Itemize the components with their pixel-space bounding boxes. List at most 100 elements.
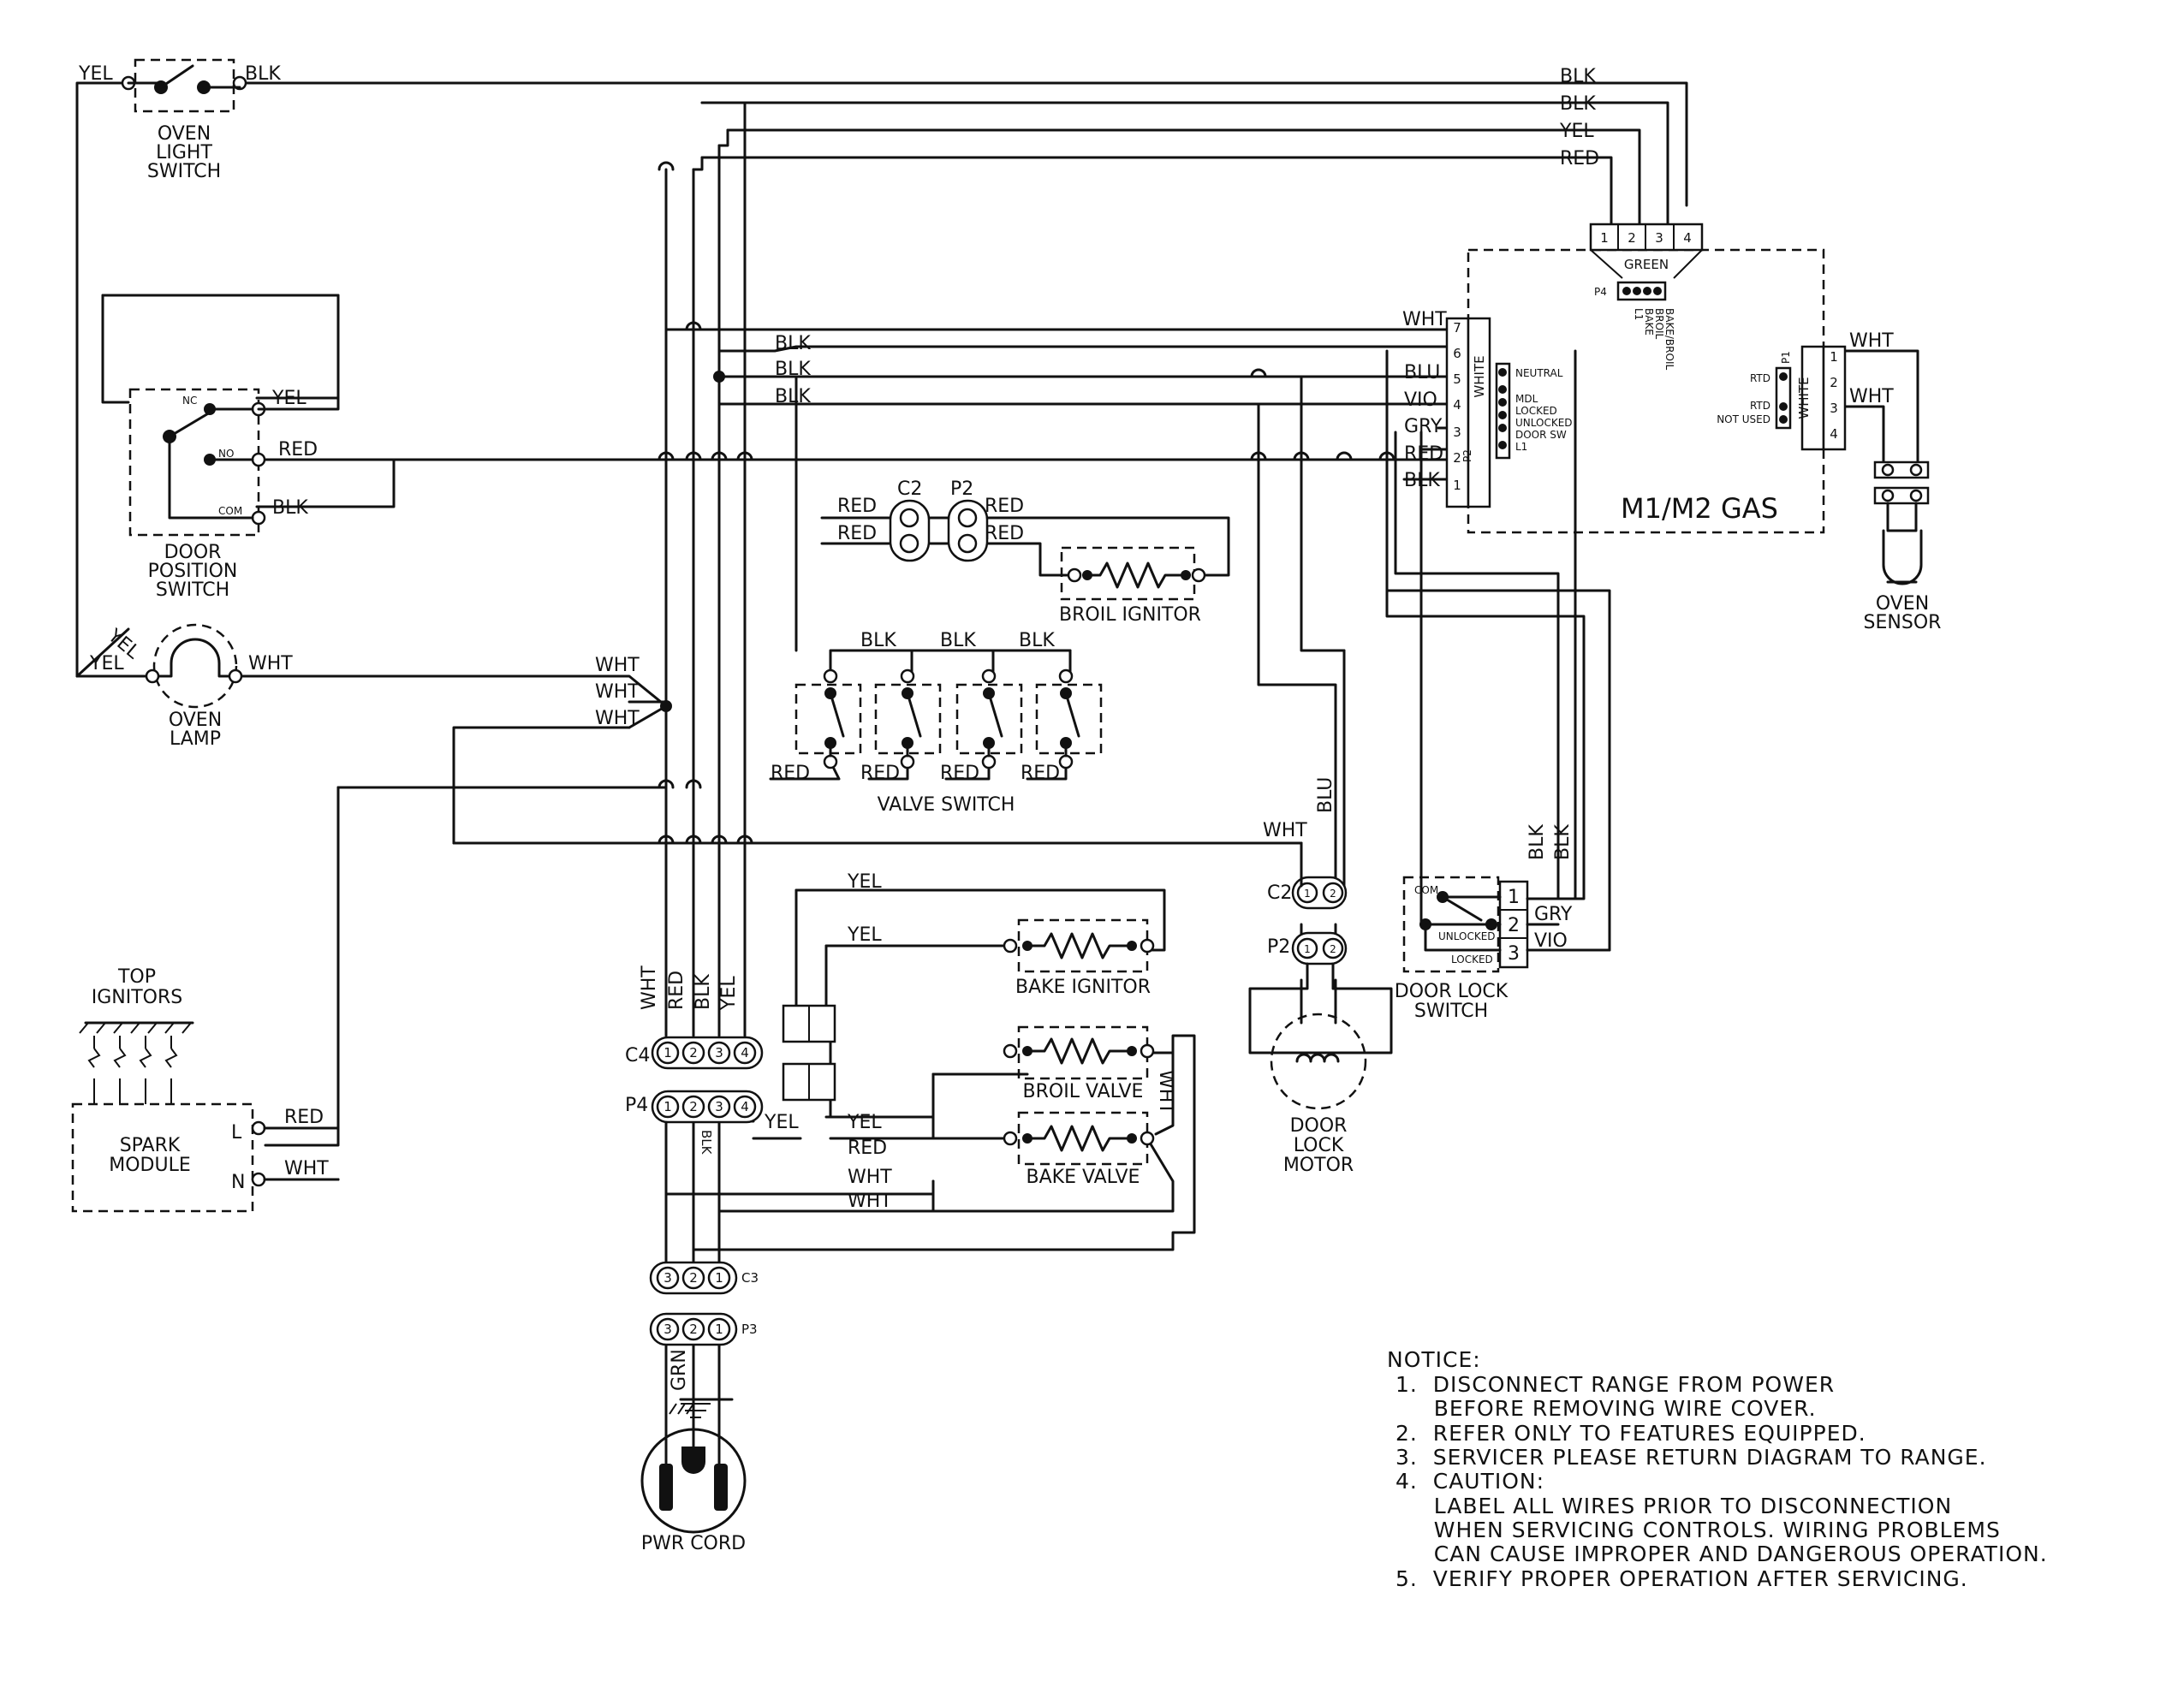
- nc-contact-label: NC: [182, 395, 197, 407]
- red-label: RED: [1560, 148, 1599, 169]
- pin-2-label: 2: [1508, 915, 1520, 936]
- junction-dots: [660, 371, 725, 712]
- yel-label: YEL: [718, 976, 740, 1011]
- c3-connector: 3 2 1 C3: [649, 1261, 759, 1295]
- broil-valve: BROIL VALVE WHT: [1003, 1025, 1176, 1114]
- red-label: RED: [837, 523, 877, 544]
- spark-module-label-1: SPARK: [120, 1135, 181, 1156]
- red-label: RED: [848, 1138, 887, 1159]
- oven-light-switch: YEL BLK OVEN LIGHT SWITCH: [78, 58, 281, 182]
- blu-label: BLU: [1404, 362, 1440, 383]
- pin-1-label: 1: [1600, 230, 1609, 246]
- p4-connector: 1 2 3 4 P4 BLK YEL: [625, 1090, 799, 1155]
- notice-title: NOTICE:: [1387, 1347, 1481, 1372]
- p4-bake-broil-label: BAKE/BROIL: [1663, 308, 1675, 370]
- c4-connector: WHT RED BLK YEL 1 2 3 4 C4: [625, 965, 764, 1070]
- com-contact-label: COM: [218, 505, 242, 517]
- pin-2-label: 2: [1330, 943, 1336, 955]
- gry-label: GRY: [1404, 416, 1443, 437]
- p4-label: P4: [1594, 286, 1607, 298]
- blk-label: BLK: [245, 63, 281, 85]
- red-label: RED: [666, 971, 687, 1010]
- blu-label: BLU: [1315, 777, 1336, 813]
- p4-broil-label: BROIL: [1653, 308, 1665, 340]
- pin-3-label: 3: [664, 1270, 672, 1286]
- pin-3-label: 3: [1508, 943, 1520, 965]
- vio-label: VIO: [1534, 930, 1568, 952]
- pwr-cord-label: PWR CORD: [641, 1533, 746, 1554]
- broil-ignitor-label: BROIL IGNITOR: [1059, 604, 1201, 626]
- pin-2-label: 2: [1453, 450, 1461, 466]
- bake-valve-label: BAKE VALVE: [1027, 1167, 1140, 1188]
- yel-label: YEL: [847, 871, 882, 893]
- com-contact-label: COM: [1414, 884, 1438, 896]
- red-label: RED: [985, 523, 1024, 544]
- yel-label: YEL: [847, 924, 882, 946]
- pin-1-label: 1: [1453, 478, 1461, 493]
- vio-label: VIO: [1404, 389, 1437, 411]
- pin-4-label: 4: [1453, 397, 1461, 413]
- bake-ignitor-label: BAKE IGNITOR: [1015, 977, 1151, 998]
- yel-label: YEL: [847, 1112, 882, 1133]
- bake-ignitor: BAKE IGNITOR: [1003, 918, 1155, 998]
- red-label: RED: [278, 439, 318, 460]
- pwr-cord: GRN PWR CORD: [640, 1349, 747, 1554]
- oven-sensor-label-2: SENSOR: [1864, 612, 1942, 633]
- blk-label: BLK: [775, 333, 811, 354]
- wht-label: WHT: [248, 653, 293, 674]
- notice-line-1: 1. DISCONNECT RANGE FROM POWER: [1395, 1372, 1835, 1397]
- pin-1-label: 1: [1304, 943, 1311, 955]
- wht-label: WHT: [1849, 330, 1894, 352]
- p2-door-sw-label: DOOR SW: [1515, 429, 1567, 441]
- white-label: WHITE: [1472, 355, 1487, 397]
- m1-m2-gas-control: 1 2 3 4 GREEN P4 L1 BAKE BROIL BAKE/BROI…: [1445, 223, 1847, 534]
- door-lock-switch: 1 2 3 COM UNLOCKED LOCKED GRY VIO DOOR L…: [1395, 876, 1573, 1022]
- notice-line-7: WHEN SERVICING CONTROLS. WIRING PROBLEMS: [1395, 1518, 2001, 1542]
- pin-3-label: 3: [715, 1045, 723, 1060]
- pin-2-label: 2: [689, 1045, 698, 1060]
- c2-p2-upper-connectors: C2 P2 RED RED RED RED: [837, 478, 1024, 562]
- pin-3-label: 3: [715, 1099, 723, 1114]
- spark-module-label-2: MODULE: [109, 1155, 191, 1176]
- blk-label: BLK: [775, 359, 811, 380]
- pin-2-label: 2: [689, 1270, 698, 1286]
- p3-connector: 3 2 1 P3: [649, 1312, 758, 1346]
- gry-label: GRY: [1534, 904, 1573, 925]
- door-position-switch-label-1: DOOR: [164, 542, 222, 563]
- pin-1-label: 1: [1304, 888, 1311, 900]
- pin-3-label: 3: [1830, 401, 1838, 416]
- valve-switch: BLK BLK BLK RED RED RED RED VALVE SWITCH: [771, 630, 1103, 816]
- p4-l1-label: L1: [1633, 308, 1645, 320]
- oven-sensor-label-1: OVEN: [1876, 593, 1929, 615]
- yel-label: YEL: [764, 1112, 799, 1133]
- notice-line-5: 4. CAUTION:: [1395, 1469, 1544, 1494]
- pin-1-label: 1: [1508, 887, 1520, 908]
- blk-label: BLK: [272, 497, 308, 519]
- pin-2-label: 2: [1330, 888, 1336, 900]
- yel-label: YEL: [89, 653, 124, 674]
- wht-label: WHT: [1402, 309, 1447, 330]
- door-lock-motor: 1 2 C2 1 2 P2 DOOR LOCK MOTOR: [1248, 876, 1393, 1176]
- pin-1-label: 1: [715, 1270, 723, 1286]
- notice-line-2: BEFORE REMOVING WIRE COVER.: [1395, 1396, 1817, 1421]
- door-position-switch-label-2: POSITION: [148, 561, 238, 582]
- yel-label: YEL: [271, 388, 306, 409]
- blk-label: BLK: [693, 974, 714, 1010]
- relay-blocks: [782, 1004, 836, 1102]
- white-label: WHITE: [1796, 377, 1812, 419]
- pin-3-label: 3: [1655, 230, 1663, 246]
- wht-label: WHT: [1263, 820, 1307, 841]
- oven-light-switch-label-3: SWITCH: [147, 161, 221, 182]
- broil-ignitor: BROIL IGNITOR: [1059, 546, 1206, 626]
- door-lock-motor-label-3: MOTOR: [1283, 1155, 1354, 1176]
- notice-line-9: 5. VERIFY PROPER OPERATION AFTER SERVICI…: [1395, 1566, 1968, 1591]
- pin-1-label: 1: [715, 1322, 723, 1337]
- red-label: RED: [1404, 443, 1443, 465]
- door-lock-motor-label-2: LOCK: [1294, 1135, 1344, 1156]
- oven-lamp-label-2: LAMP: [170, 728, 221, 750]
- yel-label: YEL: [78, 63, 113, 85]
- c2-label: C2: [1267, 882, 1292, 904]
- pin-1-label: 1: [664, 1045, 672, 1060]
- wht-label: WHT: [595, 681, 640, 703]
